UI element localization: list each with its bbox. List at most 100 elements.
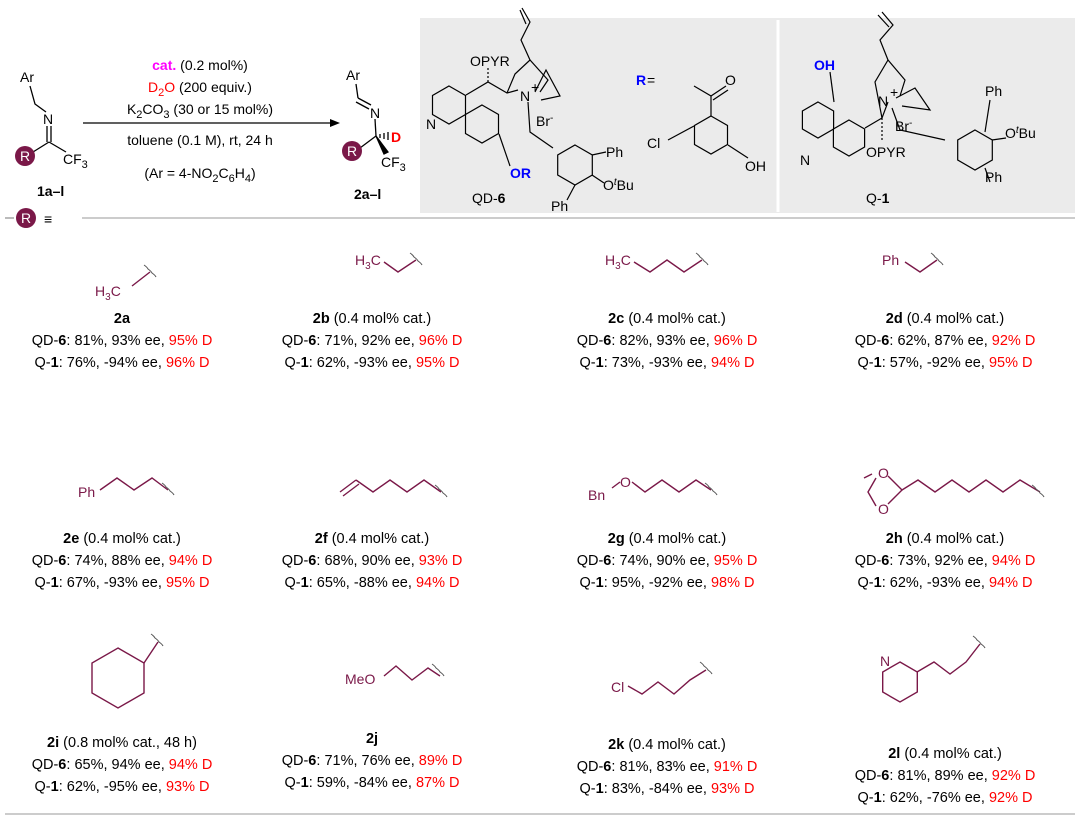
entry-title: 2e (0.4 mol% cat.)	[0, 528, 252, 550]
deuteration-value: 94% D	[168, 553, 213, 569]
q1-result: Q-1: 65%, -88% ee, 94% D	[284, 575, 460, 591]
q1-quinoline-n: N	[800, 152, 810, 168]
entry-title: 2h (0.4 mol% cat.)	[815, 528, 1075, 550]
sub-2j-meo: MeO	[345, 671, 375, 687]
entry-title: 2a	[0, 308, 252, 330]
qd6-bromide: Br-	[536, 113, 553, 129]
qd6-result: QD-6: 71%, 76% ee, 89% D	[281, 753, 463, 769]
deuteration-value: 96% D	[165, 355, 210, 371]
entry-title: 2j	[242, 728, 502, 750]
r-legend-r: R	[21, 210, 31, 226]
deuteration-value: 96% D	[418, 333, 463, 349]
q1-result: Q-1: 57%, -92% ee, 95% D	[857, 355, 1033, 371]
q1-structure	[801, 11, 1007, 183]
qd6-result: QD-6: 71%, 92% ee, 96% D	[281, 333, 463, 349]
ring	[431, 85, 467, 125]
substituent-2h	[863, 473, 1045, 507]
deuteration-value: 95% D	[713, 553, 758, 569]
substrate-structure	[29, 85, 67, 153]
r-def-o: O	[725, 72, 736, 88]
qd6-label: QD-6	[472, 190, 506, 206]
r-def-r: R	[636, 72, 646, 88]
deuteration-value: 94% D	[710, 355, 755, 371]
ring	[832, 119, 866, 157]
deuteration-value: 92% D	[991, 333, 1036, 349]
entry-2k: 2k (0.4 mol% cat.)QD-6: 81%, 83% ee, 91%…	[537, 734, 797, 800]
sub-2h-o: O	[878, 501, 889, 517]
entry-2h: 2h (0.4 mol% cat.) QD-6: 73%, 92% ee, 94%…	[815, 528, 1075, 594]
entry-2e: 2e (0.4 mol% cat.)QD-6: 74%, 88% ee, 94%…	[0, 528, 252, 594]
compound-id: 2h	[885, 531, 903, 547]
qd6-result: QD-6: 82%, 93% ee, 96% D	[576, 333, 758, 349]
r-group-circle	[342, 141, 362, 161]
entry-note: (0.4 mol% cat.)	[906, 531, 1005, 547]
deuteration-value: 94% D	[991, 553, 1036, 569]
sub-2e-ph: Ph	[78, 484, 95, 500]
substituent-2i	[91, 633, 164, 709]
ring	[693, 115, 729, 155]
entry-note: (0.4 mol% cat.)	[83, 531, 181, 547]
q1-oh: OH	[814, 57, 835, 73]
qd6-result: QD-6: 68%, 90% ee, 93% D	[281, 553, 463, 569]
substrate-cf3: CF3	[63, 151, 88, 171]
deuteration-value: 98% D	[710, 575, 755, 591]
entry-note: (0.4 mol% cat.)	[628, 531, 727, 547]
qd6-result: QD-6: 81%, 93% ee, 95% D	[31, 333, 213, 349]
entry-title: 2c (0.4 mol% cat.)	[537, 308, 797, 330]
deuteration-value: 87% D	[415, 775, 460, 791]
qd6-otbu: OtBu	[603, 177, 634, 193]
entry-note: (0.4 mol% cat.)	[904, 746, 1002, 762]
product-d: D	[391, 129, 401, 145]
compound-id: 2c	[608, 311, 625, 327]
entry-2i: 2i (0.8 mol% cat., 48 h)QD-6: 65%, 94% e…	[0, 732, 252, 798]
qd6-structure	[431, 7, 607, 201]
q1-result: Q-1: 62%, -93% ee, 95% D	[284, 355, 460, 371]
condition-solvent: toluene (0.1 M), rt, 24 h	[127, 132, 273, 148]
qd6-ph: Ph	[551, 198, 568, 214]
substrate-label: 1a–l	[37, 183, 64, 199]
ring	[801, 101, 835, 139]
r-legend-equiv: ≡	[44, 211, 52, 227]
substituent-2d	[904, 252, 944, 273]
deuteration-value: 91% D	[713, 759, 758, 775]
ring	[464, 104, 500, 144]
entry-note: (0.4 mol% cat.)	[628, 311, 726, 327]
sub-2g-bn: Bn	[588, 487, 605, 503]
q1-ph: Ph	[985, 169, 1002, 185]
deuteration-value: 93% D	[165, 779, 210, 795]
q1-result: Q-1: 73%, -93% ee, 94% D	[579, 355, 755, 371]
entry-2g: 2g (0.4 mol% cat.)QD-6: 74%, 90% ee, 95%…	[537, 528, 797, 594]
sub-2c-h3c: H3C	[605, 252, 631, 272]
q1-result: Q-1: 95%, -92% ee, 98% D	[579, 575, 755, 591]
sub-2d-ph: Ph	[882, 252, 899, 268]
condition-catalyst: cat. (0.2 mol%)	[152, 57, 248, 73]
deuteration-value: 93% D	[418, 553, 463, 569]
qd6-or: OR	[510, 165, 531, 181]
qd6-result: QD-6: 65%, 94% ee, 94% D	[31, 757, 213, 773]
qd6-result: QD-6: 74%, 90% ee, 95% D	[576, 553, 758, 569]
entry-title: 2d (0.4 mol% cat.)	[815, 308, 1075, 330]
sub-2g-o: O	[620, 474, 631, 490]
r-def-eq: =	[647, 72, 655, 88]
deuteration-value: 89% D	[418, 753, 463, 769]
qd6-opyr: OPYR	[470, 53, 510, 69]
sub-2h-o: O	[878, 465, 889, 481]
ring	[91, 647, 145, 709]
deuteration-value: 95% D	[168, 333, 213, 349]
substituent-2l	[882, 635, 986, 703]
substituent-2e	[99, 477, 175, 496]
q1-ph: Ph	[985, 83, 1002, 99]
deuteration-value: 94% D	[415, 575, 460, 591]
entry-title: 2b (0.4 mol% cat.)	[242, 308, 502, 330]
compound-id: 2l	[888, 746, 901, 762]
entry-title: 2k (0.4 mol% cat.)	[537, 734, 797, 756]
sub-2b-h3c: H3C	[355, 252, 381, 272]
qd6-result: QD-6: 73%, 92% ee, 94% D	[854, 553, 1036, 569]
catalyst-panel	[420, 18, 1075, 213]
entry-note: (0.4 mol% cat.)	[331, 531, 430, 547]
q1-otbu: OtBu	[1005, 125, 1036, 141]
q1-opyr: OPYR	[866, 144, 906, 160]
condition-base: K2CO3 (30 or 15 mol%)	[127, 101, 273, 121]
